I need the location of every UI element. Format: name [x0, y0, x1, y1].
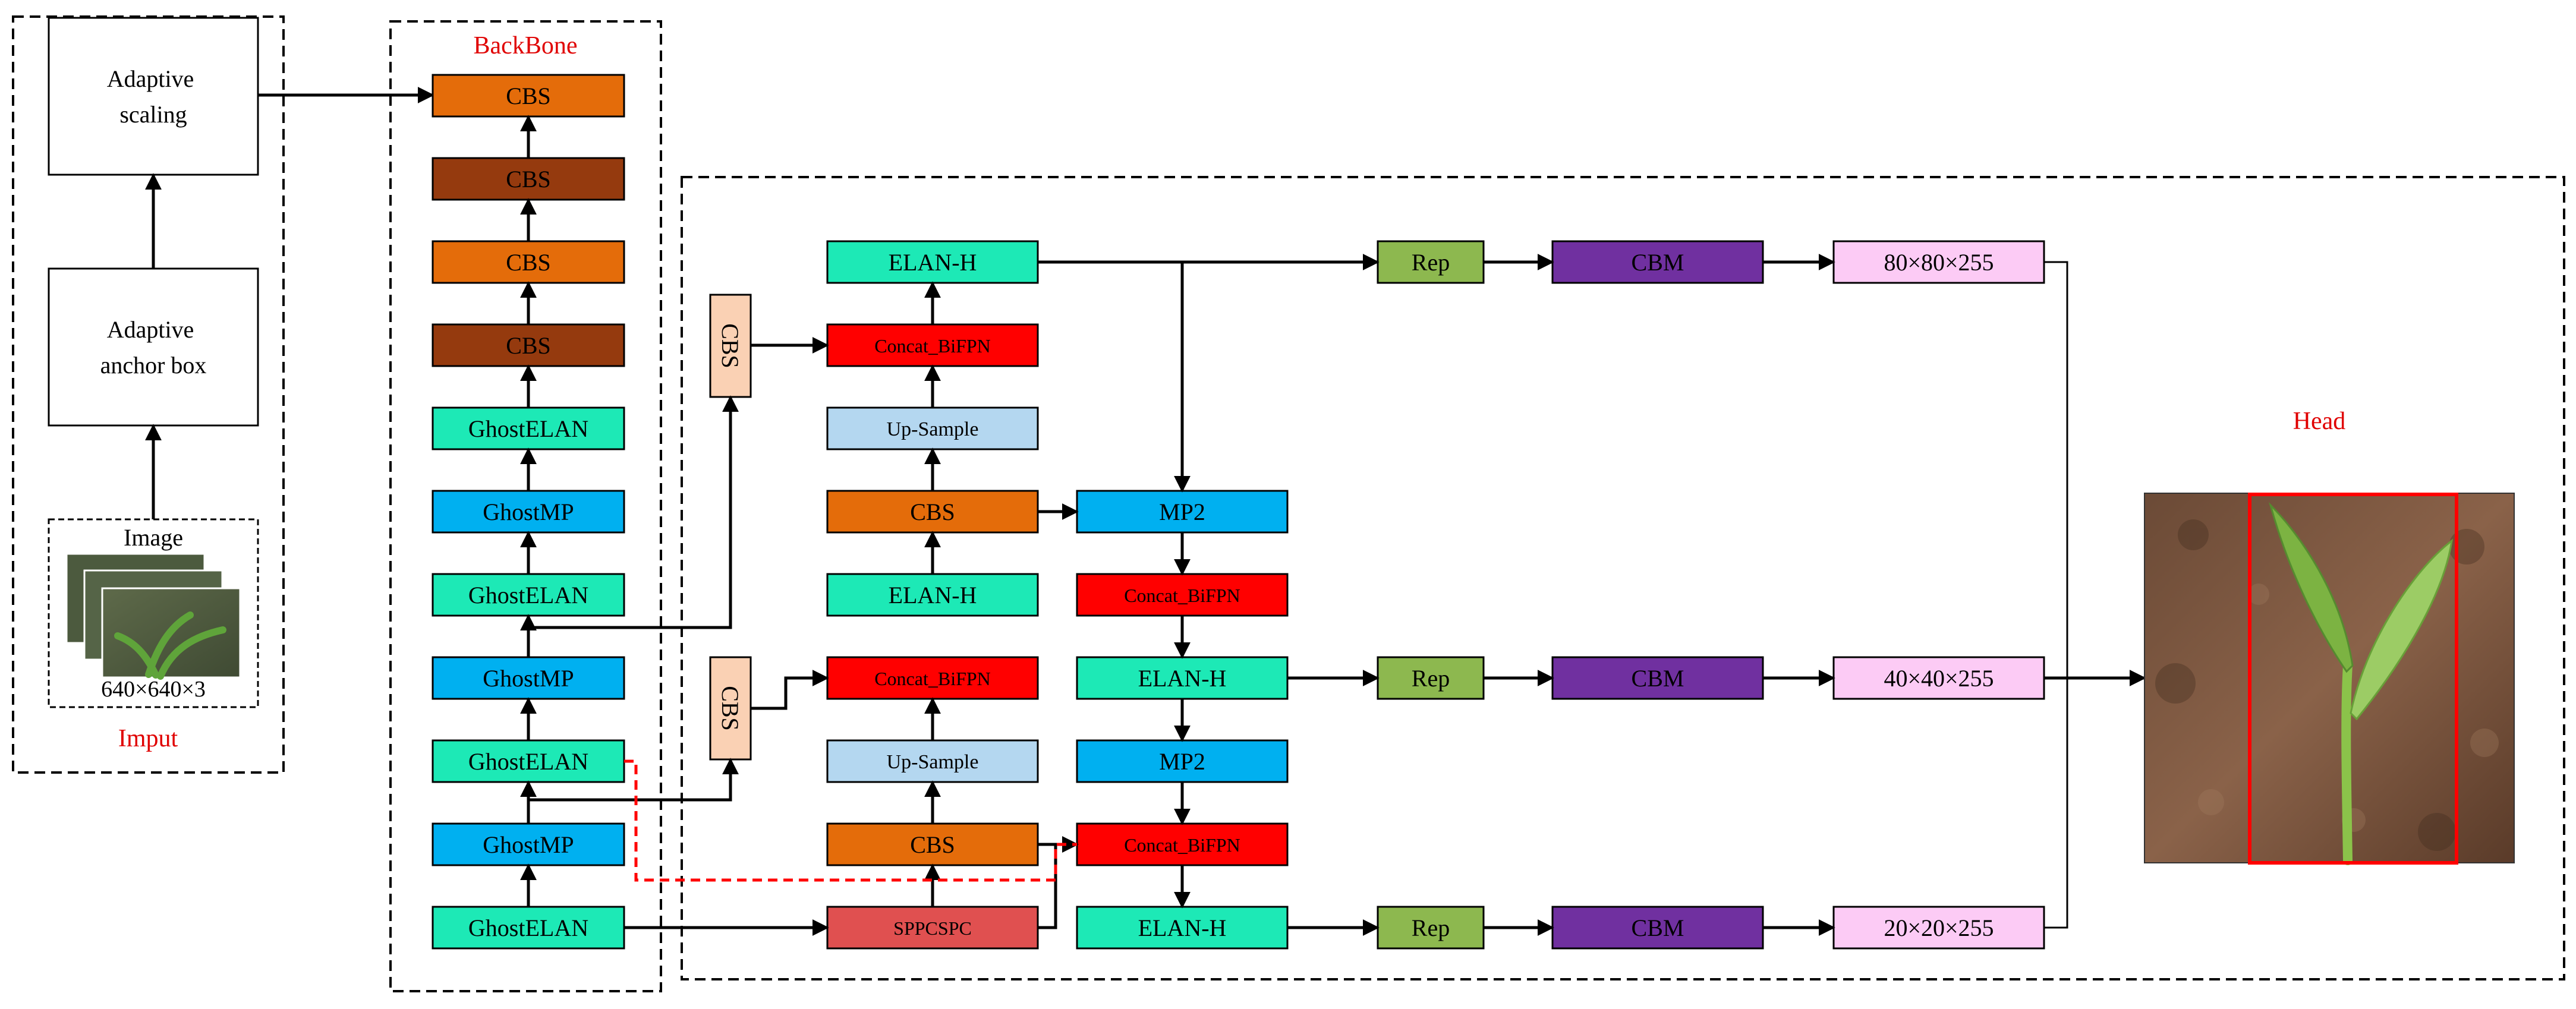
svg-text:Concat_BiFPN: Concat_BiFPN — [874, 668, 991, 689]
head-output-80: 80×80×255 — [1832, 240, 2045, 284]
head-rep-3: Rep — [1377, 906, 1485, 950]
svg-text:ELAN-H: ELAN-H — [889, 249, 977, 276]
adaptive-anchor-line1: Adaptive — [107, 316, 194, 343]
svg-text:GhostELAN: GhostELAN — [468, 915, 588, 941]
svg-text:CBS: CBS — [506, 249, 551, 276]
adaptive-scaling-line1: Adaptive — [107, 65, 194, 92]
image-stack-thumbnail — [65, 553, 241, 680]
svg-text:GhostMP: GhostMP — [483, 665, 574, 692]
neck-cbs-mid: CBS — [826, 490, 1039, 534]
adaptive-scaling-line2: scaling — [119, 101, 187, 128]
svg-text:Rep: Rep — [1412, 915, 1450, 941]
head-cbm-2: CBM — [1551, 656, 1764, 700]
backbone-ghostmp-1: GhostMP — [432, 490, 625, 534]
svg-text:CBS: CBS — [506, 83, 551, 109]
input-image-box: Image 640×640×3 — [48, 518, 259, 708]
backbone-cbs-3: CBS — [432, 240, 625, 284]
neck-concat-bifpn-right-1: Concat_BiFPN — [1076, 573, 1289, 617]
backbone-ghostelan-2: GhostELAN — [432, 573, 625, 617]
svg-text:ELAN-H: ELAN-H — [1138, 665, 1227, 692]
svg-text:Concat_BiFPN: Concat_BiFPN — [1124, 834, 1240, 856]
backbone-cbs-1: CBS — [432, 74, 625, 118]
connections — [528, 254, 2146, 936]
input-label: Imput — [118, 725, 178, 752]
backbone-ghostmp-3: GhostMP — [432, 822, 625, 866]
svg-text:GhostELAN: GhostELAN — [468, 748, 588, 775]
svg-text:Up-Sample: Up-Sample — [887, 418, 979, 440]
svg-text:CBS: CBS — [506, 166, 551, 193]
svg-text:80×80×255: 80×80×255 — [1884, 249, 1994, 276]
svg-text:Concat_BiFPN: Concat_BiFPN — [1124, 585, 1240, 606]
svg-text:Up-Sample: Up-Sample — [887, 751, 979, 773]
neck-concat-bifpn-right-2: Concat_BiFPN — [1076, 822, 1289, 866]
backbone-label: BackBone — [474, 32, 578, 59]
svg-text:MP2: MP2 — [1159, 499, 1205, 525]
svg-text:CBM: CBM — [1632, 915, 1684, 941]
backbone-ghostelan-1: GhostELAN — [432, 406, 625, 450]
neck-elan-h-right-2: ELAN-H — [1076, 906, 1289, 950]
detection-output-image — [2144, 493, 2515, 865]
neck-cbs-low: CBS — [826, 822, 1039, 866]
detection-bounding-box — [2248, 493, 2458, 865]
svg-text:Concat_BiFPN: Concat_BiFPN — [874, 335, 991, 357]
svg-text:MP2: MP2 — [1159, 748, 1205, 775]
neck-elan-h-top: ELAN-H — [826, 240, 1039, 284]
svg-text:GhostMP: GhostMP — [483, 831, 574, 858]
backbone-ghostmp-2: GhostMP — [432, 656, 625, 700]
svg-text:ELAN-H: ELAN-H — [889, 582, 977, 608]
adaptive-scaling-box: Adaptive scaling — [48, 17, 259, 176]
cbs-vertical-bottom: CBS — [709, 656, 752, 761]
input-section-frame — [12, 15, 285, 774]
svg-text:CBS: CBS — [717, 323, 744, 368]
backbone-cbs-2: CBS — [432, 157, 625, 201]
svg-text:GhostELAN: GhostELAN — [468, 582, 588, 608]
svg-text:40×40×255: 40×40×255 — [1884, 665, 1994, 692]
svg-text:Rep: Rep — [1412, 249, 1450, 276]
neck-sppcspc: SPPCSPC — [826, 906, 1039, 950]
svg-text:CBS: CBS — [910, 499, 955, 525]
cbs-vertical-top: CBS — [709, 294, 752, 398]
svg-text:CBS: CBS — [506, 332, 551, 359]
svg-text:Adaptive scaling: Adaptive scaling — [107, 65, 200, 128]
neck-concat-bifpn-top: Concat_BiFPN — [826, 323, 1039, 367]
svg-text:SPPCSPC: SPPCSPC — [893, 917, 972, 939]
neck-upsample-2: Up-Sample — [826, 739, 1039, 783]
svg-text:CBS: CBS — [910, 831, 955, 858]
neck-elan-h-mid: ELAN-H — [826, 573, 1039, 617]
neck-concat-bifpn-mid: Concat_BiFPN — [826, 656, 1039, 700]
head-section-frame — [681, 176, 2565, 980]
svg-text:CBM: CBM — [1632, 249, 1684, 276]
head-label: Head — [2293, 408, 2346, 435]
svg-text:Rep: Rep — [1412, 665, 1450, 692]
svg-text:20×20×255: 20×20×255 — [1884, 915, 1994, 941]
svg-text:CBM: CBM — [1632, 665, 1684, 692]
head-rep-2: Rep — [1377, 656, 1485, 700]
neck-elan-h-right-1: ELAN-H — [1076, 656, 1289, 700]
head-cbm-3: CBM — [1551, 906, 1764, 950]
svg-text:ELAN-H: ELAN-H — [1138, 915, 1227, 941]
neck-mp2-top: MP2 — [1076, 490, 1289, 534]
head-cbm-1: CBM — [1551, 240, 1764, 284]
adaptive-anchor-box: Adaptive anchor box — [48, 267, 259, 427]
svg-text:GhostMP: GhostMP — [483, 499, 574, 525]
neck-upsample-1: Up-Sample — [826, 406, 1039, 450]
image-size: 640×640×3 — [101, 677, 206, 702]
head-output-40: 40×40×255 — [1832, 656, 2045, 700]
adaptive-anchor-line2: anchor box — [100, 352, 207, 379]
svg-text:GhostELAN: GhostELAN — [468, 415, 588, 442]
head-rep-1: Rep — [1377, 240, 1485, 284]
backbone-section-frame — [389, 20, 662, 992]
red-dashed-skip-connection — [624, 759, 1077, 882]
svg-text:CBS: CBS — [717, 686, 744, 731]
neck-mp2-bottom: MP2 — [1076, 739, 1289, 783]
backbone-cbs-4: CBS — [432, 323, 625, 367]
head-output-20: 20×20×255 — [1832, 906, 2045, 950]
backbone-ghostelan-4: GhostELAN — [432, 906, 625, 950]
image-title: Image — [124, 524, 183, 551]
svg-text:Adaptive anchor box: Adaptive anchor box — [100, 316, 207, 379]
seedling-icon — [2269, 502, 2454, 865]
